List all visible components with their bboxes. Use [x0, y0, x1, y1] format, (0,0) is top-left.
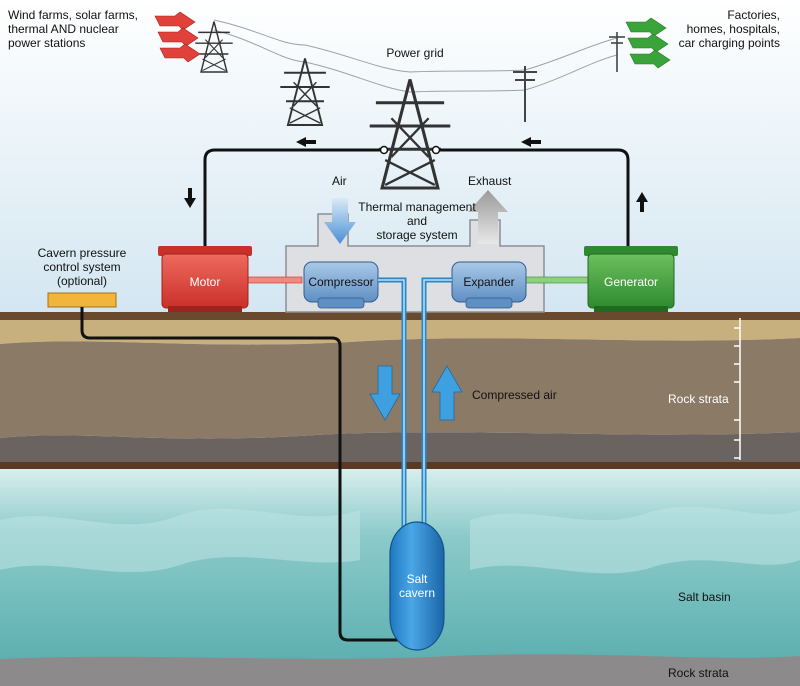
incoming-power-arrows	[154, 11, 201, 63]
exhaust-arrow	[468, 190, 508, 244]
expander-label: Expander	[463, 275, 515, 289]
rock-strata-lower-label: Rock strata	[668, 666, 729, 680]
thermal-storage-label: Thermal management and storage system	[358, 200, 476, 242]
grid-connection-node	[379, 145, 389, 155]
arrow-left-icon	[296, 137, 306, 147]
utility-pole-small	[609, 32, 625, 72]
rock-strata-upper-label: Rock strata	[668, 392, 729, 406]
pressure-control-line	[80, 307, 400, 642]
grid-connection-node	[431, 145, 441, 155]
outgoing-power-arrows	[625, 17, 671, 69]
power-lines	[213, 19, 618, 93]
arrow-down-icon	[184, 198, 196, 208]
air-intake-arrow	[324, 198, 356, 244]
air-label: Air	[332, 174, 347, 188]
power-grid-label: Power grid	[386, 46, 444, 60]
wire-generator-to-grid	[436, 148, 630, 246]
arrow-left-icon	[521, 137, 531, 147]
dark-rock-band	[0, 432, 800, 462]
shaft-motor-compressor	[245, 276, 303, 284]
salt-texture	[470, 506, 800, 574]
shaft-expander-generator	[525, 276, 591, 284]
rock-strata-layer-lower	[0, 654, 800, 686]
energy-sources-label: Wind farms, solar farms, thermal AND nuc…	[8, 8, 139, 50]
salt-basin-top-line	[0, 462, 800, 469]
generator-label: Generator	[603, 275, 659, 289]
cavern-pressure-control-unit	[47, 292, 117, 308]
exhaust-label: Exhaust	[468, 174, 512, 188]
compressor-label: Compressor	[308, 275, 374, 289]
ground-surface	[0, 312, 800, 320]
rock-strata-layer-upper	[0, 338, 800, 439]
utility-pole-large	[513, 66, 537, 122]
cavern-pressure-label: Cavern pressure control system (optional…	[37, 246, 127, 288]
consumers-label: Factories, homes, hospitals, car chargin…	[678, 8, 780, 50]
compressed-air-up-arrow	[431, 365, 463, 421]
salt-texture	[0, 508, 360, 573]
wire-grid-to-motor	[203, 148, 384, 246]
motor-label: Motor	[189, 275, 221, 289]
salt-cavern	[389, 521, 445, 651]
salt-basin-label: Salt basin	[678, 590, 731, 604]
salt-cavern-label: Salt cavern	[398, 572, 436, 600]
compressed-air-down-arrow	[369, 365, 401, 421]
compressed-air-label: Compressed air	[472, 388, 557, 402]
arrow-up-icon	[636, 192, 648, 202]
scale-ticks	[734, 318, 741, 460]
